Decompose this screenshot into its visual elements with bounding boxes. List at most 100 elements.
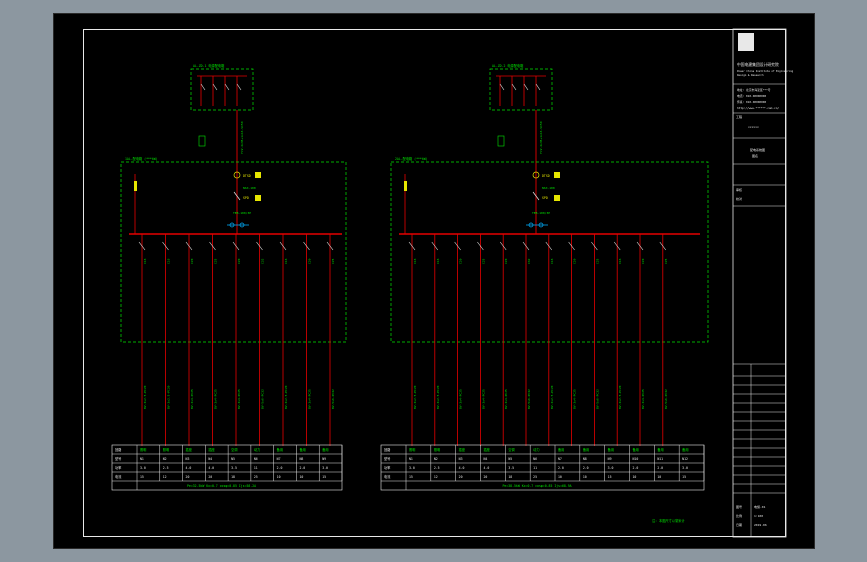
outgoing-cable-label: BV-3x4-PC25 <box>190 389 194 409</box>
main-panel-label: 2AL-配电箱 (***kW) <box>395 156 428 161</box>
org-name: 中国电建集团设计研究院 <box>737 62 779 67</box>
scale-label: 比例 <box>736 513 742 518</box>
outgoing-breaker-label: C25 <box>331 258 335 264</box>
circuit-breaker-icon <box>303 241 310 251</box>
source-label: AL-ZD-1 电源配电箱 <box>193 63 225 68</box>
circuit-breaker-icon <box>326 241 334 251</box>
circuit-breaker-icon <box>659 241 667 251</box>
circuit-breaker-icon <box>499 241 507 251</box>
table-cell: 照明 <box>140 448 146 452</box>
table-cell: N1 <box>140 457 144 461</box>
outgoing-cable-label: BV-3x2.5-PC20 <box>550 385 554 409</box>
sheet-label: 图号 <box>736 504 742 509</box>
outgoing-breaker-label: C16 <box>167 258 171 264</box>
table-cell: 照明 <box>409 448 415 452</box>
source-box <box>489 68 553 111</box>
table-cell: 20 <box>186 475 190 479</box>
table-cell: N11 <box>657 457 663 461</box>
table-cell: N4 <box>484 457 488 461</box>
outgoing-cable-label: BV-3x4-PC25 <box>641 389 645 409</box>
table-cell: 插座 <box>459 447 466 452</box>
incoming-cable-label: YJV-4x35+1x16-SC50 <box>240 121 244 154</box>
outgoing-cable-label: BV-5x6-PC32 <box>527 389 531 409</box>
outgoing-cable-label: BV-3x2.5-PC20 <box>436 385 440 409</box>
table-cell: 2.0 <box>657 466 663 470</box>
project-label: 工程 <box>736 114 742 119</box>
source-switch-icon <box>236 83 242 91</box>
spd-label: SPD <box>542 196 548 200</box>
circuit-breaker-icon <box>279 241 287 251</box>
table-cell: 10 <box>277 475 281 479</box>
drawing-sheet: 中国电建集团设计研究院 Power China Institute of Eng… <box>53 13 815 549</box>
main-switch-label: TEB-100/3P <box>233 211 251 215</box>
outgoing-cable-label: BV-3x4-PC25 <box>308 389 312 409</box>
table-cell: 4.0 <box>459 466 465 470</box>
outgoing-cable-label: BV-3x4-PC25 <box>573 389 577 409</box>
project-value: ×××××× <box>748 125 759 129</box>
table-cell: 11 <box>254 466 258 470</box>
circuit-breaker-icon <box>591 241 598 251</box>
spd-box-icon <box>554 195 560 201</box>
circuit-breaker-icon <box>256 241 263 251</box>
circuit-breaker-icon <box>232 241 240 251</box>
outgoing-breaker-label: C16 <box>413 258 417 264</box>
table-cell: 3.0 <box>322 466 328 470</box>
table-cell: 备用 <box>608 447 614 452</box>
website: http://www.******.com.cn/ <box>737 106 779 110</box>
table-cell: 备用 <box>682 447 688 452</box>
table-cell: 备用 <box>558 447 564 452</box>
table-cell: N5 <box>508 457 512 461</box>
outgoing-breaker-label: C20 <box>641 258 645 264</box>
circuit-breaker-icon <box>454 241 461 251</box>
table-cell: N10 <box>633 457 639 461</box>
table-cell: N12 <box>682 457 688 461</box>
table-cell: 照明 <box>163 448 169 452</box>
table-cell: N5 <box>231 457 235 461</box>
table-cell: 4.0 <box>208 466 214 470</box>
panel-summary: Pe=38.5kW Kx=0.7 cosφ=0.85 Ijs=68.9A <box>503 484 572 488</box>
table-cell: 型号 <box>384 456 390 461</box>
table-cell: 插座 <box>484 447 491 452</box>
circuit-breaker-icon <box>613 241 621 251</box>
circuit-breaker-icon <box>162 241 169 251</box>
table-cell: 动力 <box>533 447 539 452</box>
outgoing-cable-label: BV-5x6-PC32 <box>261 389 265 409</box>
outgoing-breaker-label: C20 <box>237 258 241 264</box>
source-box <box>190 68 254 111</box>
outgoing-breaker-label: C20 <box>504 258 508 264</box>
table-cell: N3 <box>459 457 463 461</box>
outgoing-breaker-label: C16 <box>143 258 147 264</box>
table-cell: 2.0 <box>633 466 639 470</box>
table-cell: 4.0 <box>484 466 490 470</box>
outgoing-cable-label: BV-3x4-PC25 <box>459 389 463 409</box>
table-cell: N8 <box>299 457 303 461</box>
spd-box-icon <box>255 195 261 201</box>
meter-icon <box>233 171 241 179</box>
bottom-note: 注: 本图尺寸以毫米计 <box>652 518 685 523</box>
table-cell: 功率 <box>115 465 122 470</box>
table-cell: N7 <box>277 457 281 461</box>
table-cell: 18 <box>508 475 512 479</box>
outgoing-breaker-label: C16 <box>436 258 440 264</box>
table-cell: 15 <box>409 475 413 479</box>
source-label: AL-ZD-2 电源配电箱 <box>492 63 524 68</box>
outgoing-breaker-label: C20 <box>459 258 463 264</box>
fuse-icon <box>404 181 407 191</box>
table-cell: 10 <box>299 475 303 479</box>
table-cell: 3.0 <box>608 466 614 470</box>
sheet-value: 电施-01 <box>754 504 766 509</box>
org-en-2: Design & Research <box>737 73 764 77</box>
outgoing-breaker-label: C16 <box>284 258 288 264</box>
table-cell: 空调 <box>508 447 514 452</box>
table-cell: N9 <box>608 457 612 461</box>
inner-frame <box>83 29 786 537</box>
circuit-breaker-icon <box>636 241 644 251</box>
outgoing-cable-label: BV-3x4-PC25 <box>214 389 218 409</box>
table-cell: N4 <box>208 457 212 461</box>
table-cell: N6 <box>254 457 258 461</box>
table-cell: 10 <box>633 475 637 479</box>
table-cell: 20 <box>459 475 463 479</box>
circuit-breaker-icon <box>209 241 216 251</box>
